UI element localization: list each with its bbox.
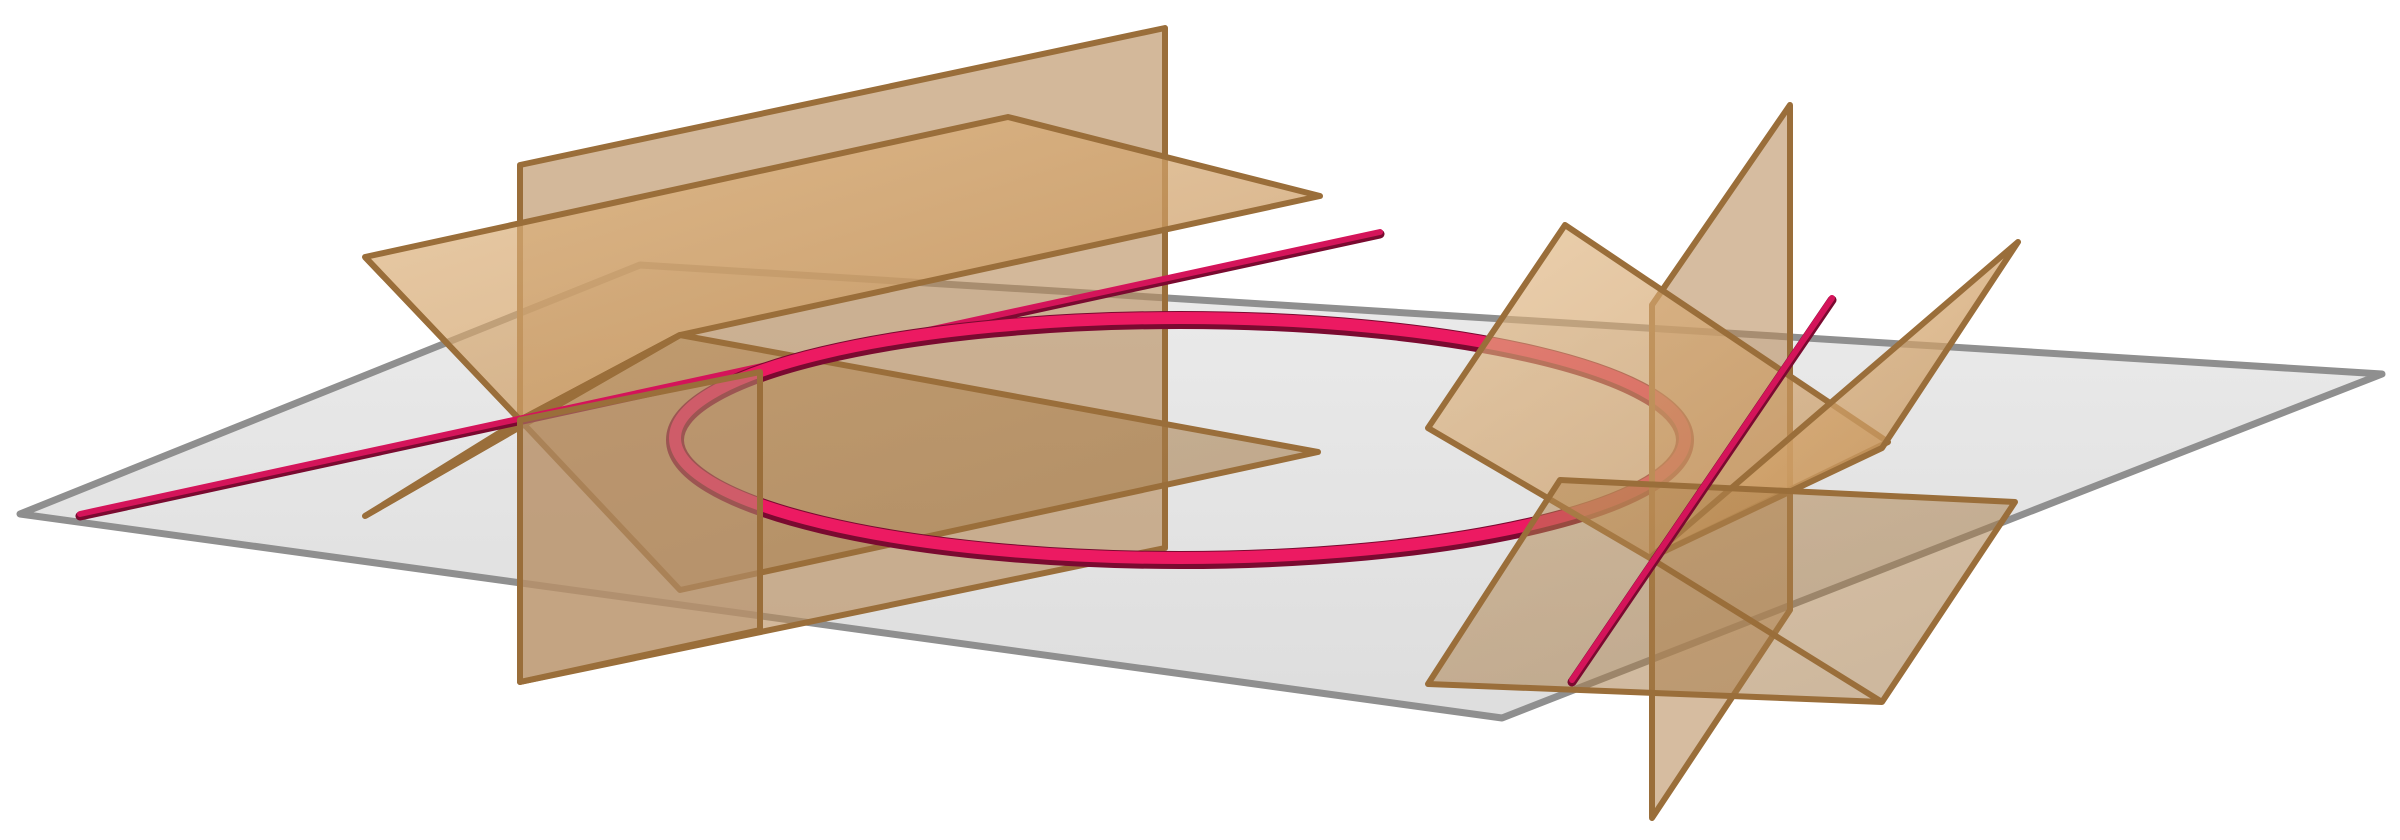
right-lower-wing [1425, 477, 2018, 705]
ground-plane [16, 261, 2386, 722]
left-vertical-panel-front [517, 369, 763, 685]
right-panel-cluster [1425, 102, 2021, 821]
